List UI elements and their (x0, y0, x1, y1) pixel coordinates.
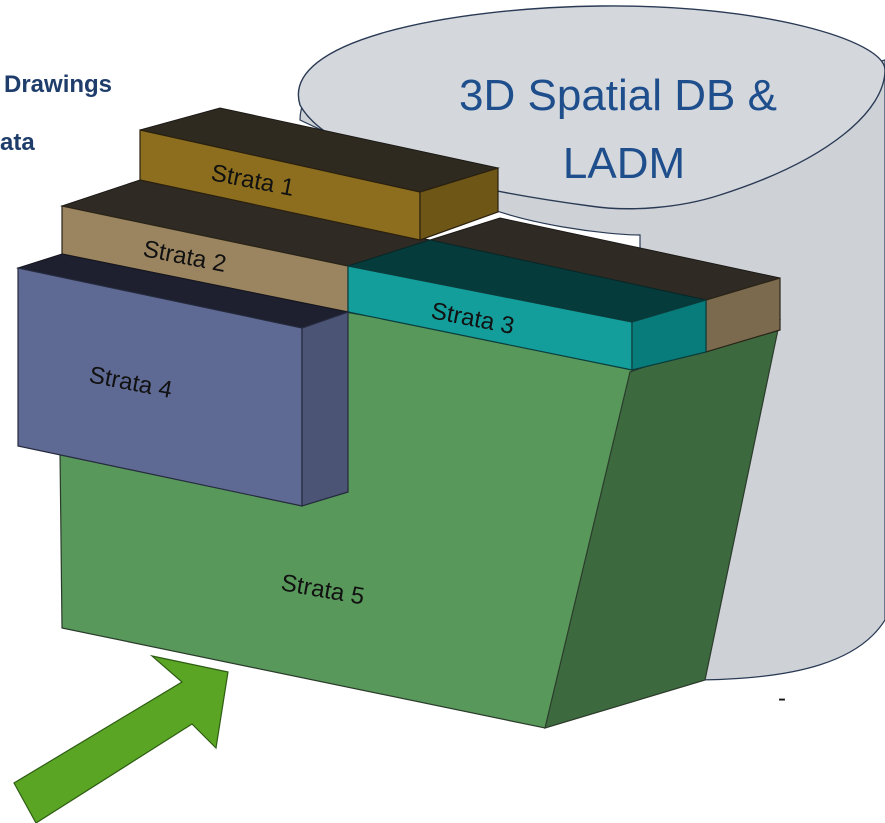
strata-3-side-face (631, 299, 707, 371)
arrow-shape (13, 654, 229, 823)
strata-2-block: Strata 2 (60, 179, 432, 313)
strata-4-block: Strata 4 (16, 253, 350, 507)
strata-4-side-face (301, 311, 349, 507)
strata-1-side-face (419, 167, 499, 241)
database-label-line1: 3D Spatial DB & (459, 71, 777, 120)
arrow-icon (13, 654, 229, 823)
corner-label-drawings: Drawings (4, 71, 112, 98)
corner-label-data: ata (0, 129, 35, 156)
strata-3-block: Strata 3 (347, 239, 707, 371)
strata-1-block: Strata 1 (139, 107, 500, 241)
rear-brown-block (428, 217, 781, 353)
database-label-line2: LADM (563, 139, 685, 188)
stray-mark: - (778, 685, 786, 712)
